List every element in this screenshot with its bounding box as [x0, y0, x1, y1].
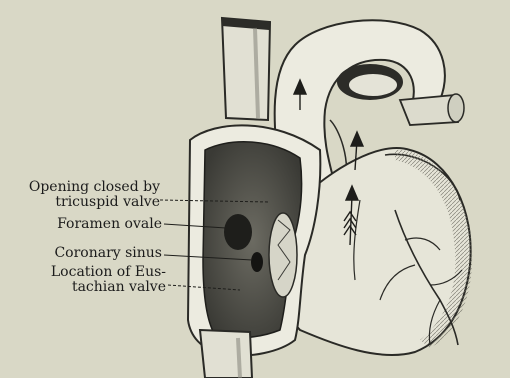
label-foramen-ovale: Foramen ovale — [0, 217, 162, 232]
inferior-vena-cava — [200, 330, 252, 378]
label-eustachian-valve: Location of Eus- tachian valve — [0, 265, 166, 295]
superior-vena-cava — [222, 18, 270, 120]
label-opening-tricuspid: Opening closed by tricuspid valve — [0, 180, 160, 210]
label-coronary-sinus: Coronary sinus — [0, 246, 162, 261]
tricuspid-valve — [269, 213, 297, 297]
